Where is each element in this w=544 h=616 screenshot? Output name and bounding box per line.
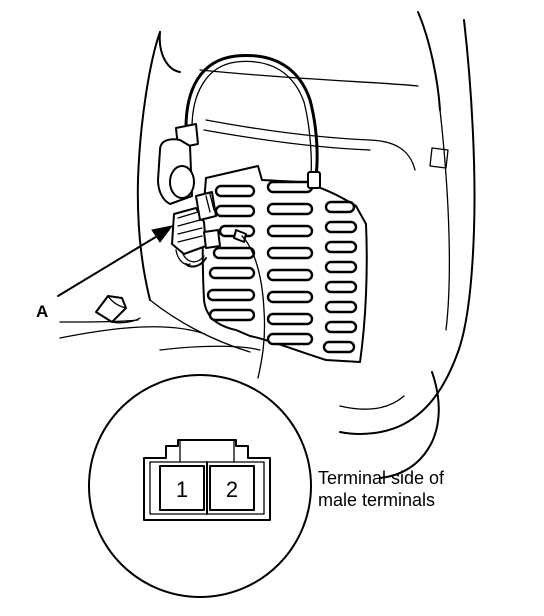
pin-cell-1: [159, 465, 205, 511]
connector-caption: Terminal side of male terminals: [318, 468, 445, 510]
caption-line-1: Terminal side of: [318, 468, 445, 488]
connector-detail-circle: 1 2: [88, 374, 312, 598]
seat-frame-panel: [201, 165, 368, 363]
zoom-leader-line: [241, 235, 266, 379]
pin-cell-2: [209, 465, 255, 511]
male-connector-face: 1 2: [143, 439, 271, 521]
caption-line-2: male terminals: [318, 490, 435, 510]
seat-back-outline: [59, 11, 476, 479]
pin-number-1: 1: [176, 477, 188, 502]
pin-number-2: 2: [226, 477, 238, 502]
wire-harness: [157, 53, 321, 268]
callout-a: A: [36, 225, 174, 321]
callout-a-label: A: [36, 302, 48, 321]
